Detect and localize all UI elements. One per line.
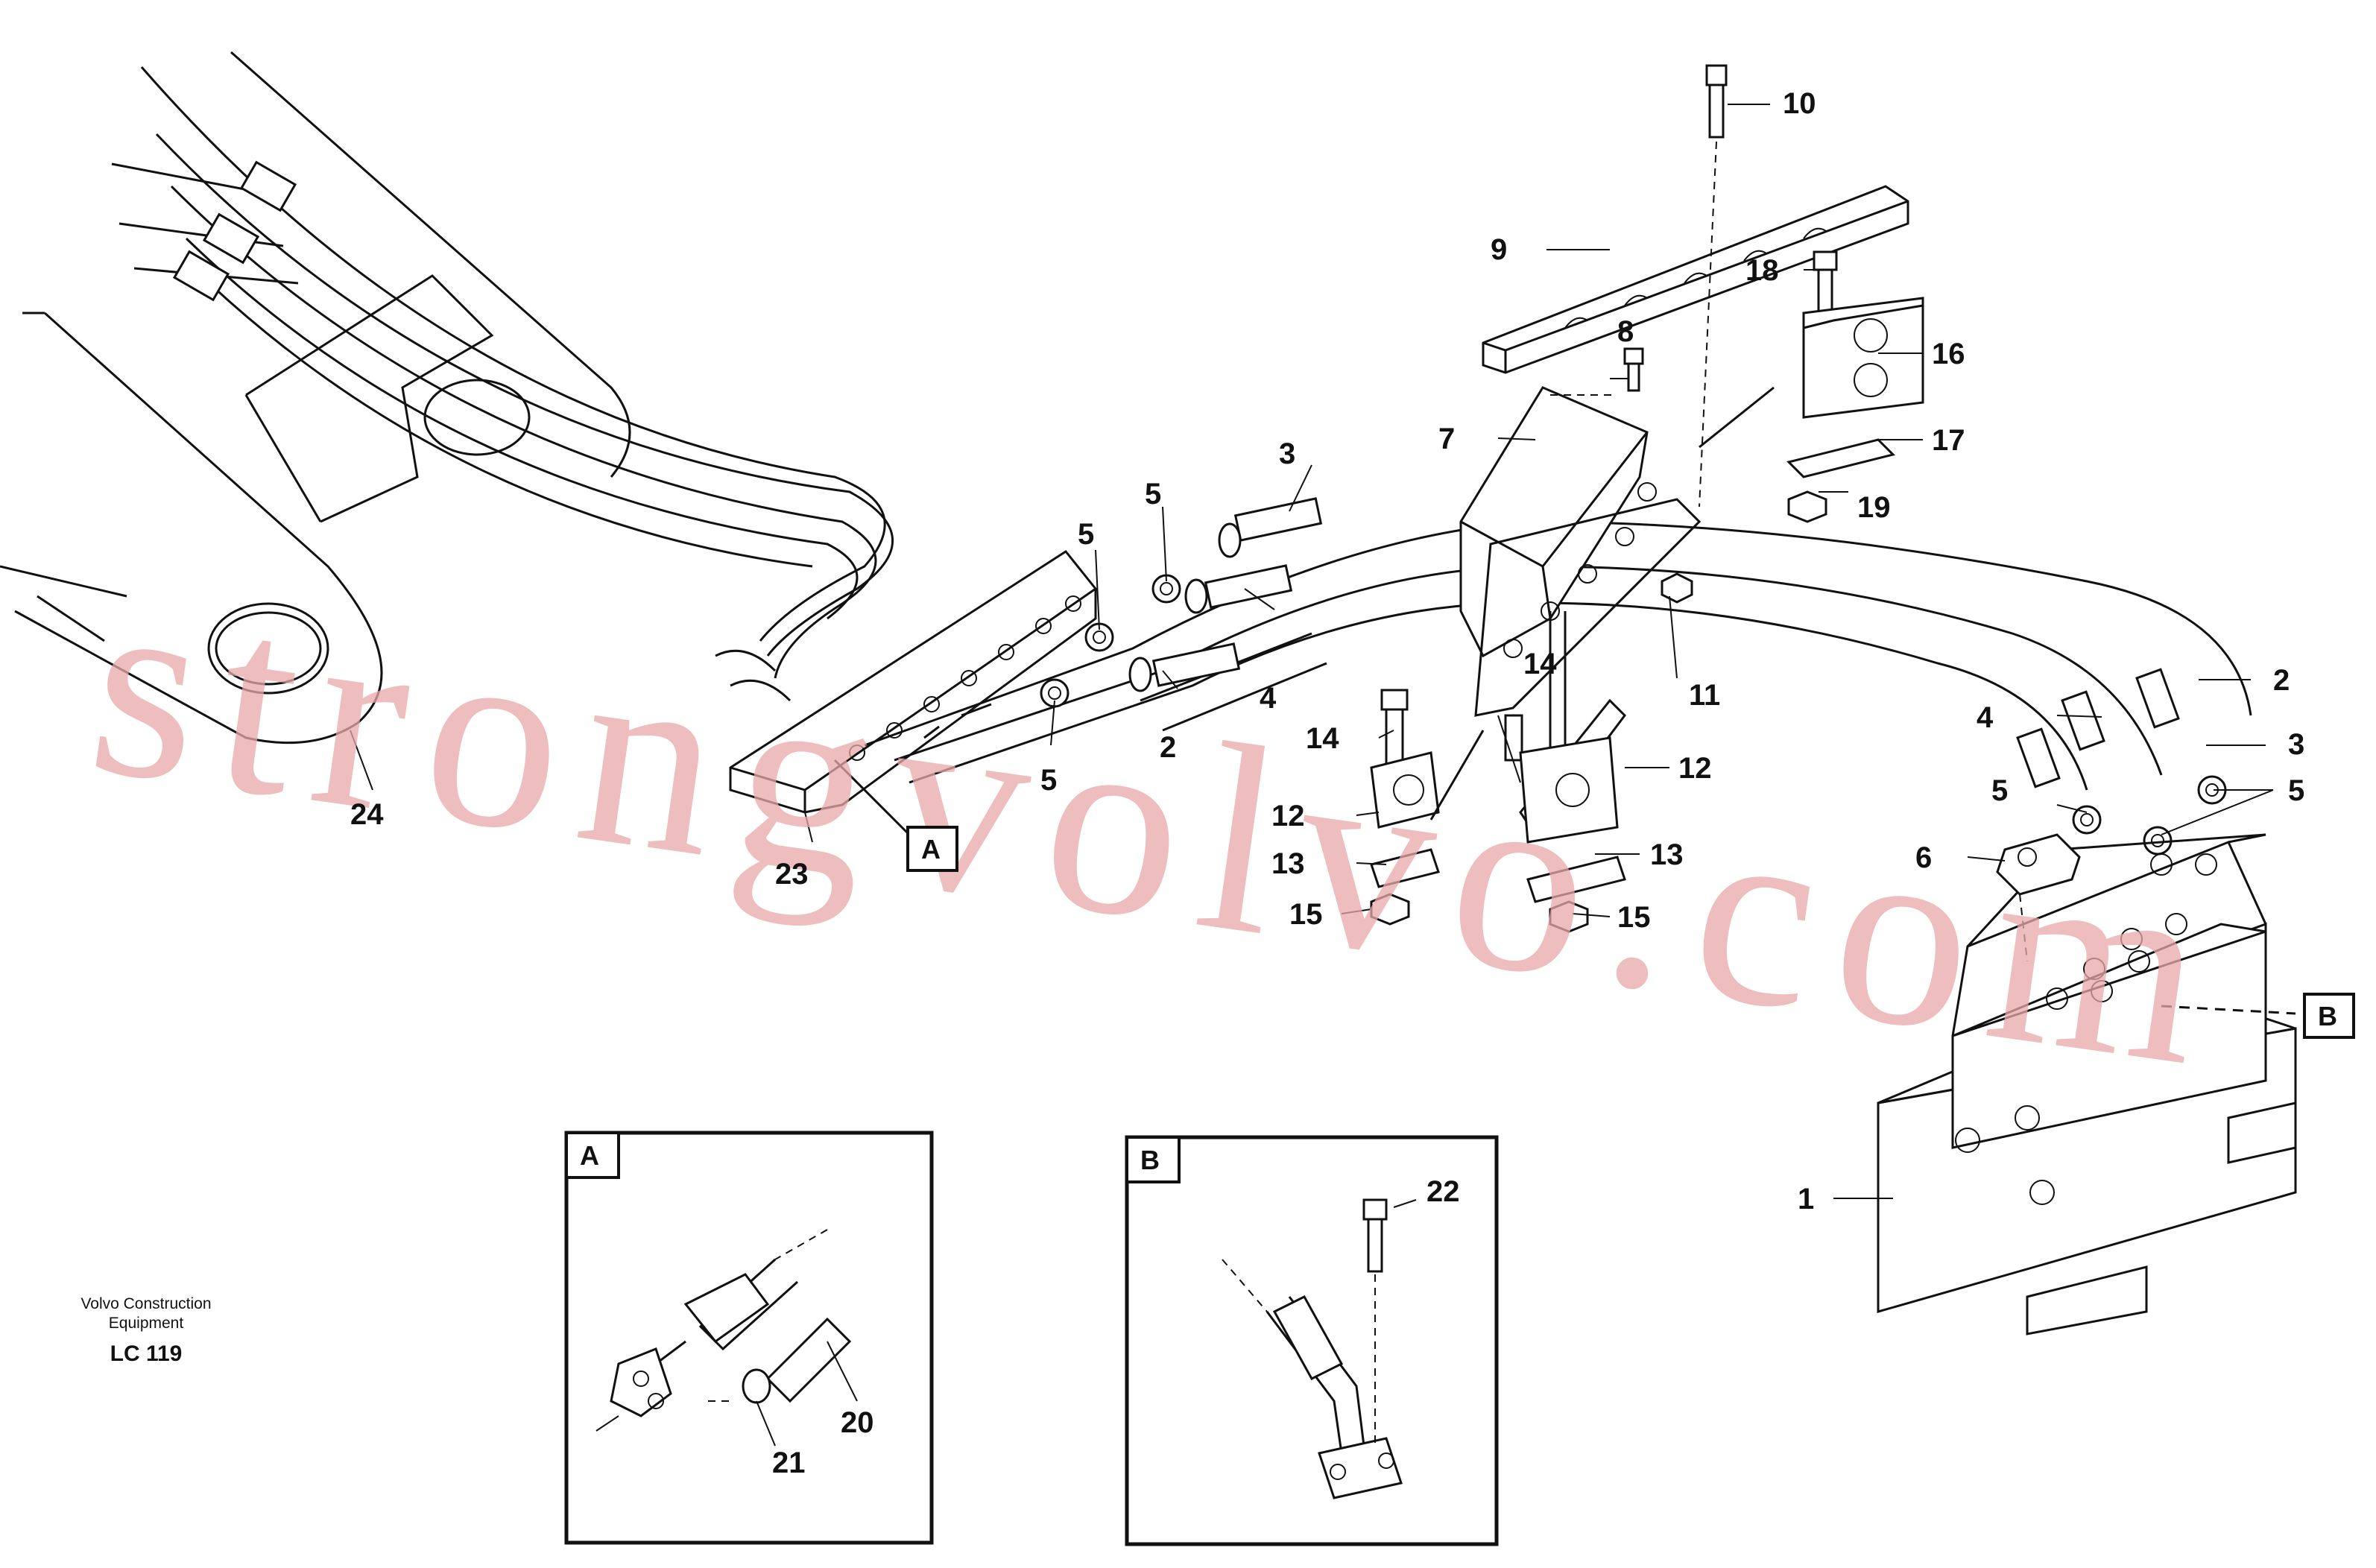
inset-a-label: A (580, 1140, 599, 1171)
part-label: 24 (350, 798, 384, 831)
clamp-16-assembly (1699, 250, 1924, 523)
watermark: strongvolvo.com (76, 531, 2243, 1125)
callout-a-label: A (921, 834, 941, 864)
footer: Volvo Construction Equipment LC 119 (80, 1295, 211, 1366)
bolt-8 (1550, 347, 1644, 396)
part-label: 2 (2273, 664, 2290, 697)
part-label: 5 (1078, 518, 1094, 551)
bolt-10 (1699, 64, 1728, 508)
part-label: 5 (1040, 764, 1057, 797)
callout-pointers (833, 759, 2296, 1015)
part-label: 12 (1678, 752, 1712, 785)
boom-hoses (111, 66, 894, 702)
part-label: 18 (1745, 254, 1779, 287)
clamp-9 (1482, 185, 1909, 374)
part-label: 17 (1932, 424, 1965, 457)
part-label: 14 (1523, 648, 1557, 680)
part-label: 2 (1160, 731, 1176, 764)
part-label: 8 (1617, 315, 1634, 348)
part-label: 10 (1783, 87, 1816, 120)
part-label: 4 (1260, 682, 1277, 715)
part-label: 23 (775, 858, 809, 891)
part-label: 5 (1145, 478, 1161, 510)
flange-6 (1996, 833, 2081, 962)
inset-b (1125, 1135, 1499, 1546)
callout-b-label: B (2318, 1001, 2337, 1031)
part-label: 5 (1991, 774, 2008, 807)
part-label: 16 (1932, 338, 1965, 370)
part-label: 20 (841, 1406, 874, 1439)
part-label: 9 (1491, 233, 1507, 266)
leader-lines (350, 104, 2274, 1199)
clamp-12-left (1370, 689, 1485, 926)
clamp-12-right (1504, 714, 1626, 933)
part-label: 11 (1689, 679, 1720, 712)
part-label: 3 (1279, 437, 1295, 470)
part-label: 22 (1426, 1175, 1460, 1208)
footer-line1: Volvo Construction (80, 1295, 211, 1312)
part-label: 19 (1857, 491, 1891, 524)
part-label: 3 (2288, 728, 2304, 761)
footer-line2: Equipment (109, 1315, 184, 1332)
part-label: 12 (1271, 800, 1305, 832)
part-label: 6 (1915, 841, 1932, 874)
part-label: 7 (1438, 423, 1455, 455)
part-label: 15 (1289, 898, 1323, 931)
callout-b-box: B B (1140, 993, 2355, 1175)
middle-hoses (864, 497, 2252, 791)
part-label: 13 (1271, 847, 1305, 880)
part-label: 4 (1977, 701, 1994, 734)
part-labels: 10 9 8 18 16 17 19 7 3 5 5 4 2 5 11 14 1… (350, 87, 2304, 1479)
nut-11 (1661, 572, 1693, 604)
inset-b-label: B (1140, 1145, 1160, 1175)
part-label: 14 (1306, 722, 1339, 755)
inset-a (564, 1131, 934, 1545)
part-label: 21 (772, 1447, 806, 1479)
part-label: 5 (2288, 774, 2304, 807)
callout-a-box: A A (580, 826, 958, 1171)
part-label: 1 (1798, 1183, 1814, 1215)
part-label: 15 (1617, 901, 1651, 934)
washers-5 (1040, 574, 2227, 856)
valve-block-1 (1877, 833, 2297, 1335)
part-label: 13 (1650, 838, 1684, 871)
drawing-code: LC 119 (110, 1341, 183, 1366)
